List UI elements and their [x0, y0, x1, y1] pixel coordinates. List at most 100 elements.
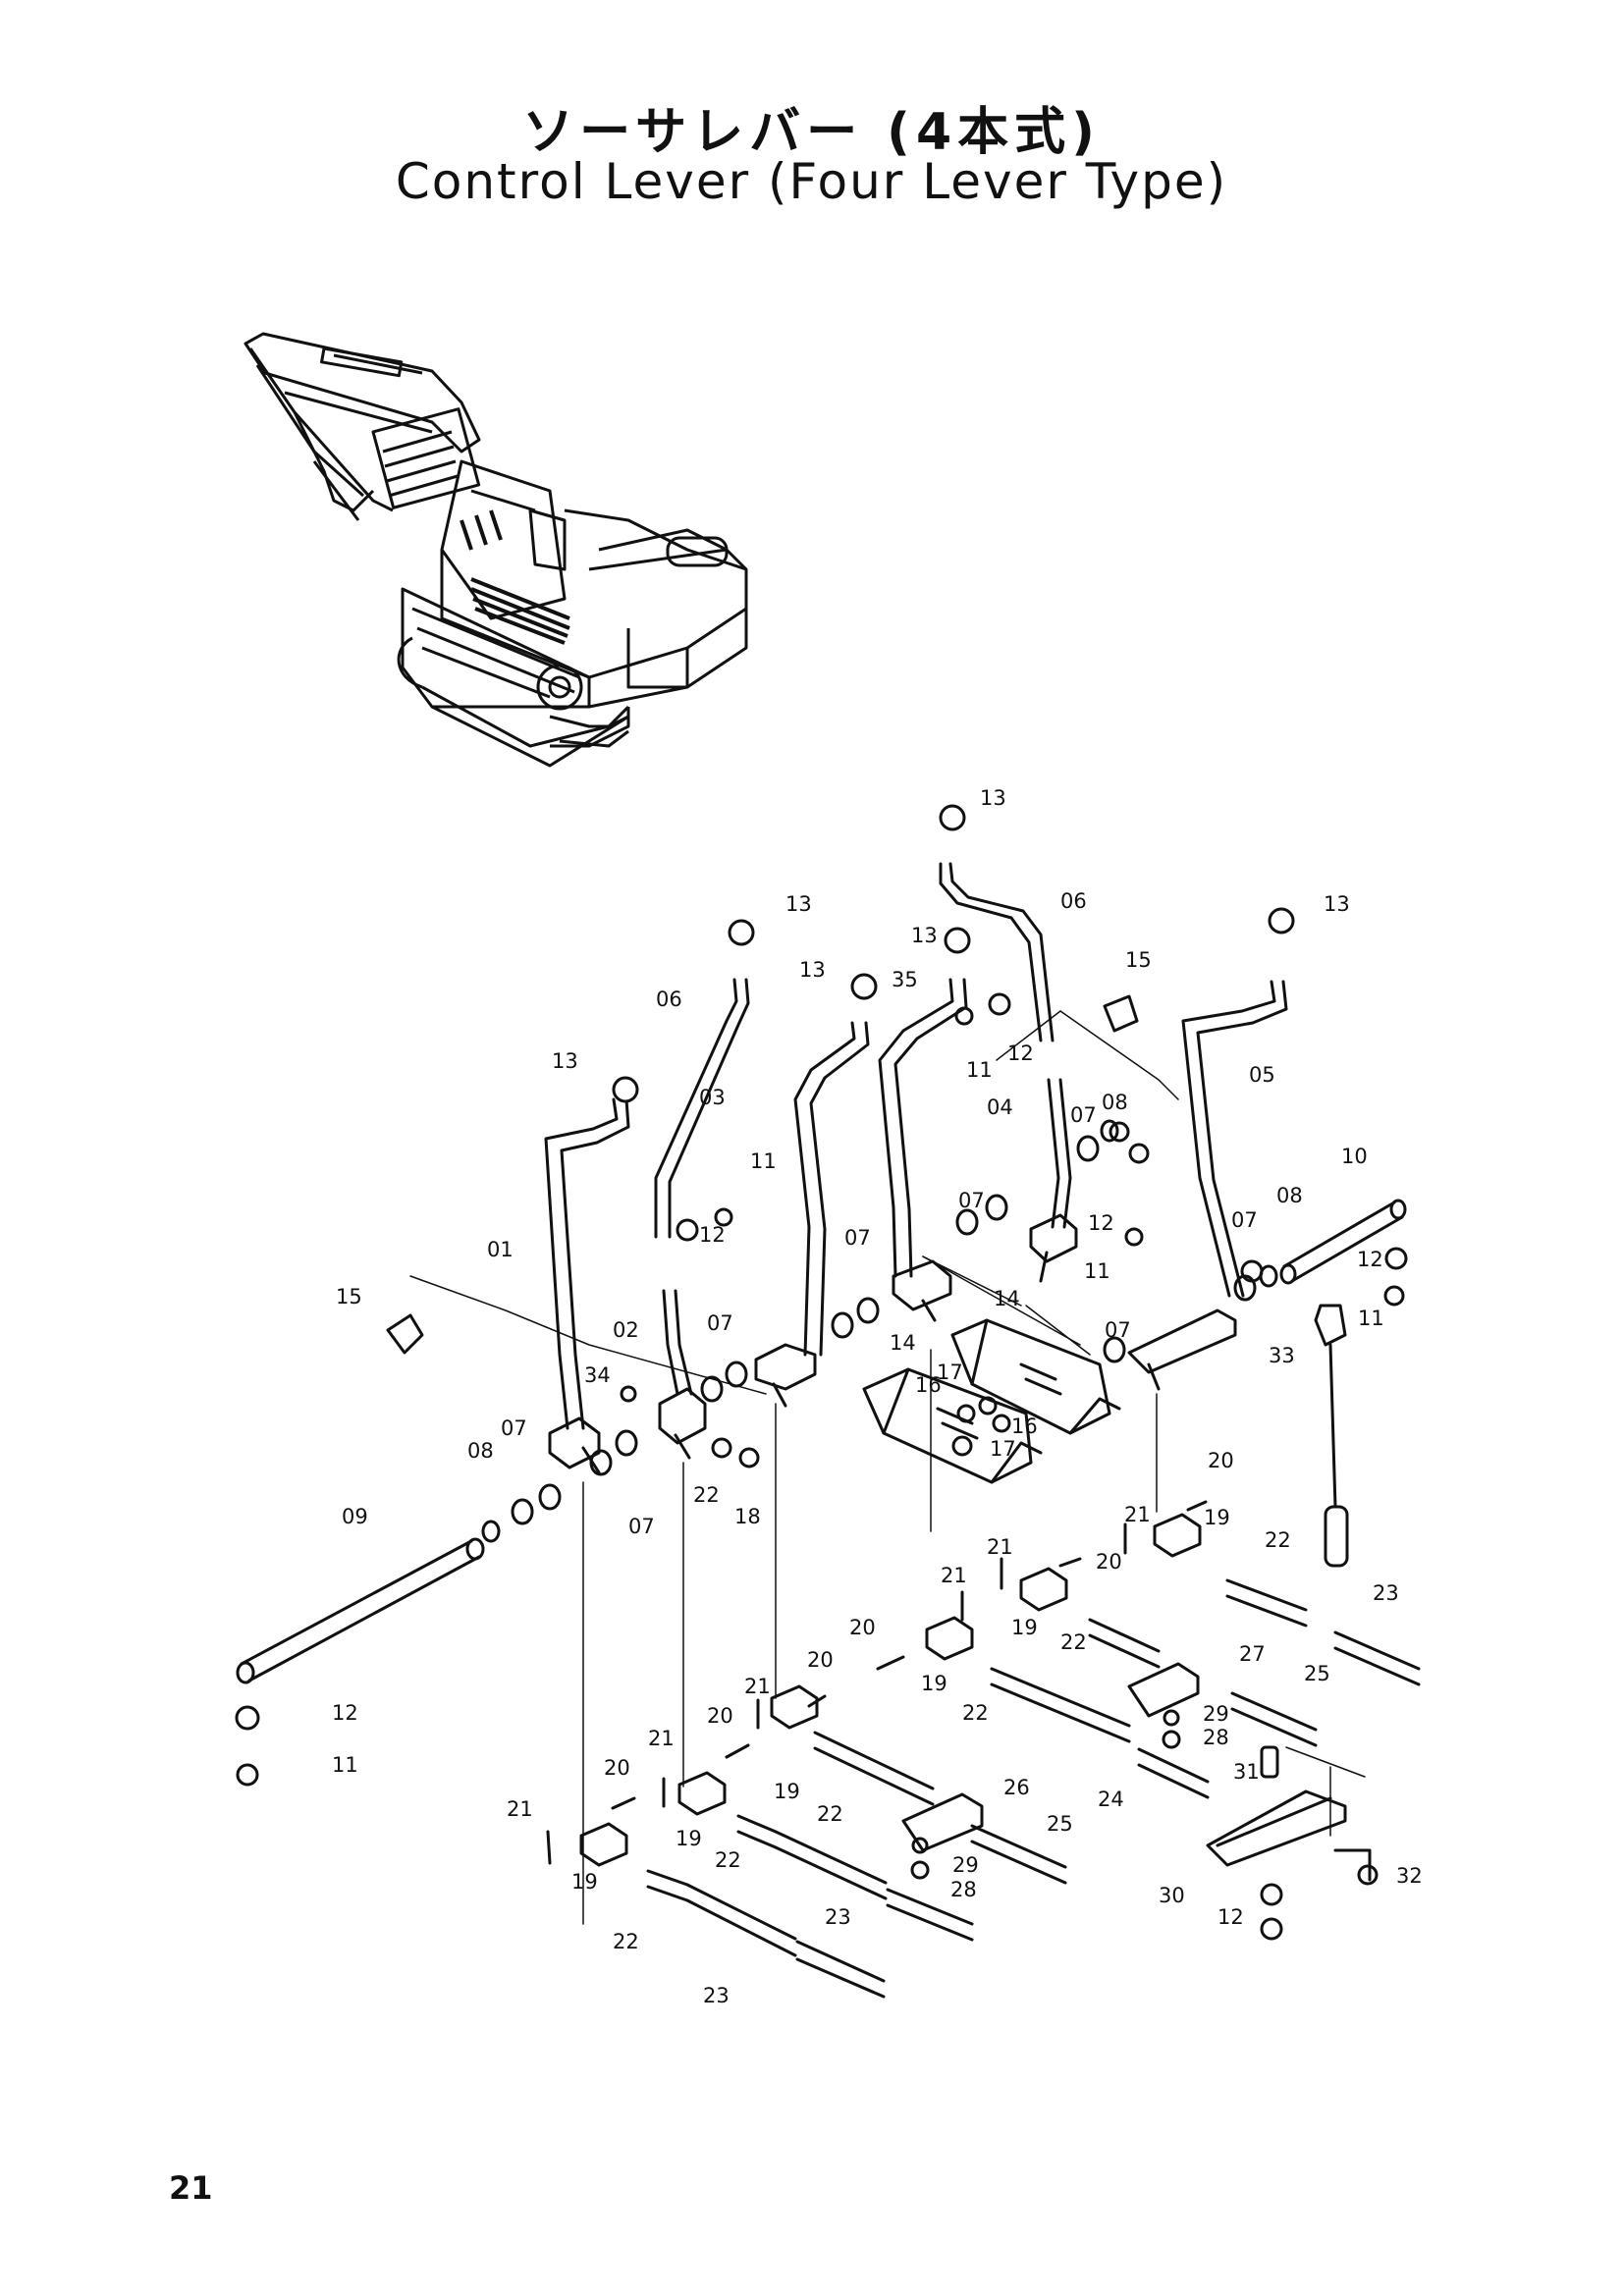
- callout-19: 19: [921, 1672, 947, 1695]
- blocks-19: [579, 1513, 1202, 1867]
- callout-21: 21: [941, 1564, 967, 1587]
- callout-21: 21: [987, 1535, 1013, 1559]
- lever-06-right: [939, 862, 1043, 1042]
- callout-20: 20: [707, 1704, 733, 1728]
- callout-19: 19: [571, 1870, 598, 1894]
- bracket-15-left: [386, 1313, 424, 1355]
- callout-03: 03: [699, 1086, 726, 1109]
- callout-08: 08: [467, 1439, 494, 1463]
- callout-07: 07: [844, 1226, 871, 1250]
- callout-14: 14: [890, 1331, 916, 1355]
- callout-29: 29: [952, 1853, 979, 1877]
- bolts-20: [611, 1500, 1208, 1810]
- knob-13: [728, 919, 755, 946]
- knob-13: [850, 973, 878, 1000]
- shaft-09: [240, 1539, 481, 1682]
- callout-22: 22: [715, 1848, 741, 1872]
- callout-13: 13: [785, 892, 812, 916]
- callout-22: 22: [817, 1802, 843, 1826]
- callout-30: 30: [1159, 1884, 1185, 1907]
- callout-13: 13: [911, 924, 938, 947]
- callout-07: 07: [628, 1515, 655, 1538]
- lever-04: [1047, 1078, 1060, 1229]
- lever-assembly: [235, 804, 1421, 1999]
- callout-19: 19: [1204, 1506, 1230, 1529]
- callout-07: 07: [707, 1311, 733, 1335]
- callout-29: 29: [1203, 1702, 1229, 1726]
- callout-12: 12: [699, 1223, 726, 1247]
- callout-35: 35: [892, 968, 918, 991]
- page-number: 21: [169, 2169, 213, 2207]
- callout-12: 12: [1357, 1248, 1383, 1271]
- callout-22: 22: [693, 1483, 720, 1507]
- callout-28: 28: [950, 1878, 977, 1901]
- rods: [646, 1578, 1421, 1999]
- lever-35: [878, 978, 954, 1278]
- callout-34: 34: [584, 1363, 611, 1387]
- callout-23: 23: [703, 1984, 730, 2007]
- callout-33: 33: [1269, 1344, 1295, 1367]
- small-fasteners: [235, 992, 1408, 1787]
- callout-21: 21: [744, 1675, 771, 1698]
- rod-33: [1314, 1304, 1347, 1347]
- callout-20: 20: [807, 1648, 834, 1672]
- callout-15: 15: [336, 1285, 362, 1308]
- callout-11: 11: [1084, 1259, 1110, 1283]
- bolt-31: [1260, 1745, 1279, 1779]
- callout-22: 22: [613, 1930, 639, 1953]
- bushings-left: [481, 1119, 1278, 1543]
- callout-07: 07: [1105, 1318, 1131, 1342]
- callout-31: 31: [1233, 1760, 1260, 1784]
- callout-07: 07: [1070, 1103, 1097, 1127]
- callout-13: 13: [552, 1049, 578, 1073]
- knob-13: [939, 804, 966, 831]
- callout-19: 19: [774, 1780, 800, 1803]
- callout-08: 08: [1276, 1184, 1303, 1207]
- lever-06-left: [654, 978, 738, 1239]
- callout-11: 11: [332, 1753, 358, 1777]
- plate-30: [1206, 1789, 1347, 1867]
- callout-06: 06: [656, 988, 682, 1011]
- callout-04: 04: [987, 1095, 1013, 1119]
- excavator-illustration: [243, 332, 748, 768]
- pedal-14-left: [862, 1367, 1043, 1484]
- callout-15: 15: [1125, 948, 1152, 972]
- callout-26: 26: [1003, 1776, 1030, 1799]
- lever-05: [1181, 980, 1276, 1298]
- callout-16: 16: [1011, 1415, 1038, 1438]
- callout-12: 12: [1217, 1905, 1244, 1929]
- callout-02: 02: [613, 1318, 639, 1342]
- callout-25: 25: [1047, 1812, 1073, 1836]
- callout-16: 16: [915, 1373, 942, 1397]
- pins-21: [546, 1522, 1127, 1865]
- callout-22: 22: [1060, 1630, 1087, 1654]
- callout-06: 06: [1060, 889, 1087, 913]
- callout-18: 18: [734, 1505, 761, 1528]
- callout-10: 10: [1341, 1145, 1368, 1168]
- plate-26: [901, 1792, 984, 1852]
- callout-labels: 13 13 13 13 13 13 06 06 35 15 15 11 12 0…: [332, 786, 1423, 2007]
- callout-23: 23: [1373, 1581, 1399, 1605]
- callout-22: 22: [1265, 1528, 1291, 1552]
- callout-14: 14: [994, 1287, 1020, 1310]
- callout-20: 20: [849, 1616, 876, 1639]
- callout-11: 11: [966, 1058, 993, 1082]
- callout-21: 21: [507, 1797, 533, 1821]
- callout-27: 27: [1239, 1642, 1266, 1666]
- callout-20: 20: [604, 1756, 630, 1780]
- bracket-15-right: [1103, 994, 1139, 1033]
- pedal-14-right: [950, 1318, 1121, 1435]
- callout-11: 11: [1358, 1307, 1384, 1330]
- callout-23: 23: [825, 1905, 851, 1929]
- knob-13: [944, 927, 971, 954]
- knob-13: [1268, 907, 1295, 934]
- leader-lines: [409, 1010, 1366, 1925]
- callout-09: 09: [342, 1505, 368, 1528]
- callout-11: 11: [750, 1149, 777, 1173]
- callout-17: 17: [990, 1437, 1016, 1461]
- callout-05: 05: [1249, 1063, 1275, 1087]
- callout-19: 19: [676, 1827, 702, 1850]
- callout-32: 32: [1396, 1864, 1423, 1888]
- lever-03: [793, 1021, 856, 1357]
